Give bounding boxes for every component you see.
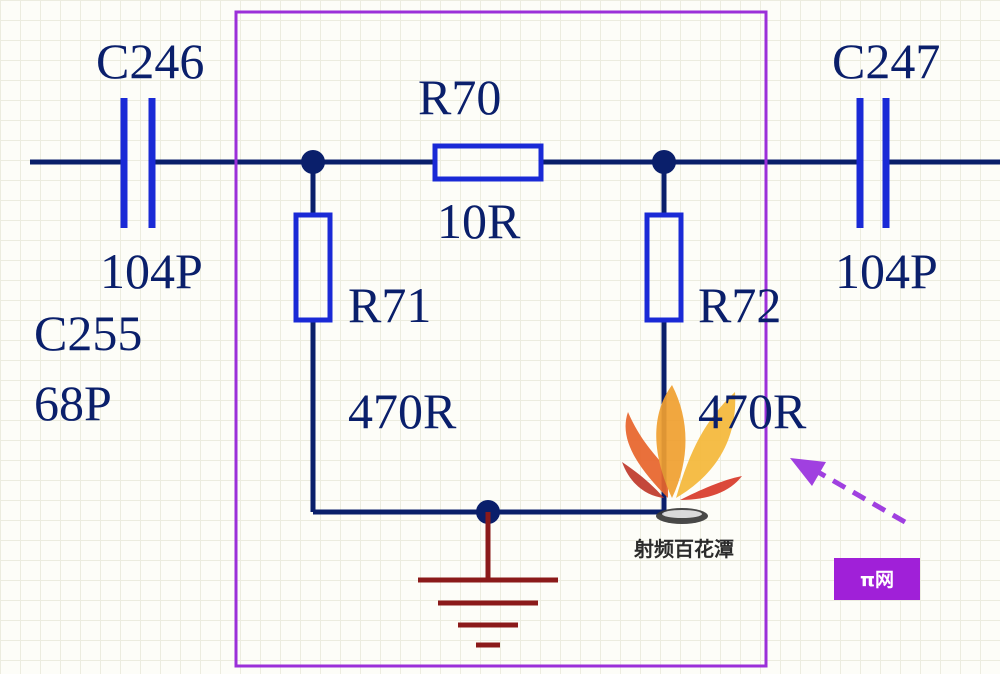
capacitor-c246 xyxy=(120,98,156,228)
junction-node-right xyxy=(652,150,676,174)
label-r70-value: 10R xyxy=(437,193,521,249)
label-c255-value: 68P xyxy=(34,375,112,431)
label-c247-value: 104P xyxy=(835,243,938,299)
watermark-text: 射频百花潭 xyxy=(633,537,734,561)
pi-network-badge-label: π网 xyxy=(860,569,894,591)
pointer-arrow xyxy=(790,458,907,525)
label-c246-ref: C246 xyxy=(96,33,204,89)
pi-network-highlight-frame xyxy=(234,10,768,668)
arrow-head-icon xyxy=(790,458,826,486)
capacitor-c247 xyxy=(856,98,890,228)
label-c246-value: 104P xyxy=(100,243,203,299)
resistor-r72 xyxy=(644,212,684,323)
resistor-r70 xyxy=(432,143,544,182)
label-c247-ref: C247 xyxy=(832,33,940,89)
label-r71-value: 470R xyxy=(348,383,457,439)
ground-symbol xyxy=(418,512,558,648)
flame-logo-icon xyxy=(622,385,742,524)
junction-node-left xyxy=(301,150,325,174)
label-r72-ref: R72 xyxy=(698,277,781,333)
label-c255-ref: C255 xyxy=(34,305,142,361)
label-r72-value: 470R xyxy=(698,383,807,439)
label-r71-ref: R71 xyxy=(348,277,431,333)
label-r70-ref: R70 xyxy=(418,69,501,125)
pi-network-badge xyxy=(834,558,920,600)
resistor-r71 xyxy=(293,212,333,323)
